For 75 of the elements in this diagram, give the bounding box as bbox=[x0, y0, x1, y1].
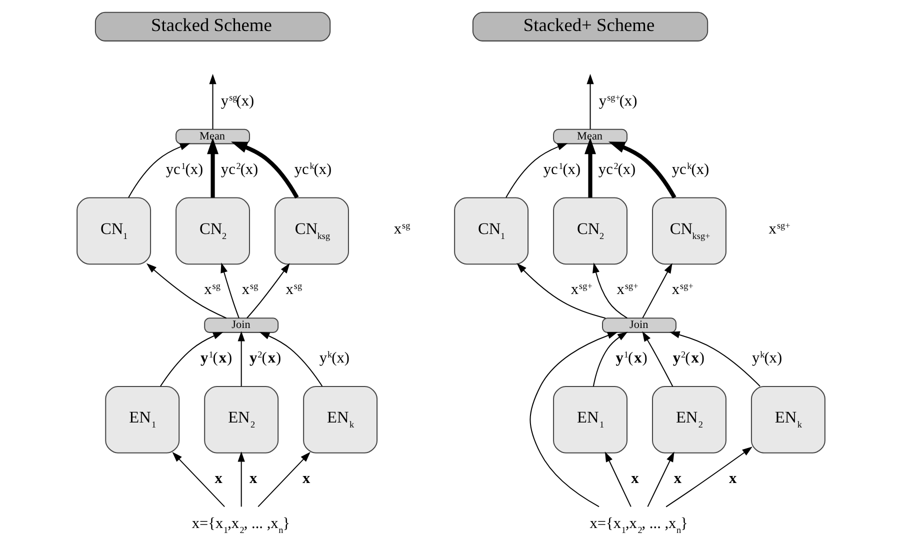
edge-label: y$^{sg+}$(x) bbox=[598, 92, 638, 110]
node-box: EN$_{2}$ bbox=[204, 386, 279, 454]
edge-label: y$^{2}$(x) bbox=[672, 350, 705, 367]
node-box: Join bbox=[204, 318, 279, 333]
edge-label: y$^{1}$(x) bbox=[200, 350, 232, 367]
arrow bbox=[584, 138, 596, 198]
arrow bbox=[160, 332, 224, 386]
edge-label: x bbox=[729, 470, 737, 487]
edge-label: x bbox=[302, 470, 310, 487]
node-box: EN$_{1}$ bbox=[553, 386, 628, 454]
arrow bbox=[209, 74, 216, 130]
edge-label: y$^{1}$(x) bbox=[616, 350, 648, 367]
arrow bbox=[666, 446, 752, 508]
edge-label: x bbox=[250, 470, 258, 487]
edge-label: x bbox=[674, 470, 682, 487]
arrow bbox=[128, 143, 190, 198]
node-box: CN$_{ksg}$ bbox=[274, 197, 349, 265]
arrow bbox=[207, 138, 218, 198]
arrow bbox=[146, 263, 227, 319]
node-box: EN$_{k}$ bbox=[750, 386, 826, 454]
arrow bbox=[516, 262, 606, 319]
node-box: CN$_{ksg+}$ bbox=[652, 197, 726, 265]
arrow bbox=[670, 331, 760, 387]
arrow bbox=[238, 331, 245, 386]
arrow bbox=[258, 452, 310, 508]
label: x$^{sg+}$ bbox=[768, 220, 790, 238]
arrow bbox=[246, 263, 290, 318]
node-box: CN$_{2}$ bbox=[176, 197, 250, 265]
node-box: EN$_{2}$ bbox=[652, 386, 726, 454]
node-text: x={x$_{1}$,x$_{2}$, ... ,x$_{n}$} bbox=[192, 514, 290, 535]
edge-label: y$^{k}$(x) bbox=[752, 350, 782, 367]
node-box: Stacked+ Scheme bbox=[472, 12, 708, 42]
edge-label: yc$^{2}$(x) bbox=[220, 160, 258, 178]
arrow bbox=[238, 451, 245, 507]
node-box: Mean bbox=[176, 128, 250, 144]
edge-label: x$^{sg}$ bbox=[242, 281, 258, 298]
arrow bbox=[220, 262, 240, 318]
node-box: CN$_{1}$ bbox=[454, 197, 529, 265]
edge-label: y$^{k}$(x) bbox=[319, 350, 350, 367]
node-box: EN$_{k}$ bbox=[303, 386, 378, 454]
edge-label: y$^{2}$(x) bbox=[250, 350, 282, 367]
node-box: EN$_{1}$ bbox=[105, 386, 180, 454]
node-box: CN$_{1}$ bbox=[76, 197, 152, 265]
edge-label: x$^{sg}$ bbox=[204, 281, 220, 298]
edge-label: x$^{sg+}$ bbox=[616, 281, 638, 298]
arrow bbox=[608, 142, 676, 199]
edge-label: yc$^{k}$(x) bbox=[672, 160, 710, 178]
edge-label: y$^{sg}$(x) bbox=[220, 92, 254, 110]
node-box: CN$_{2}$ bbox=[553, 197, 628, 265]
arrow bbox=[592, 332, 628, 387]
arrow bbox=[530, 332, 618, 508]
edge-label: x$^{sg+}$ bbox=[570, 281, 592, 298]
edge-label: yc$^{2}$(x) bbox=[598, 160, 636, 178]
arrow bbox=[642, 331, 674, 387]
arrow bbox=[642, 263, 672, 318]
edge-label: yc$^{1}$(x) bbox=[166, 160, 204, 178]
edge-label: yc$^{k}$(x) bbox=[294, 160, 332, 178]
edge-label: x$^{sg+}$ bbox=[672, 281, 694, 298]
node-box: Mean bbox=[553, 128, 628, 144]
arrow bbox=[506, 143, 568, 198]
arrow bbox=[647, 452, 674, 507]
arrow bbox=[172, 452, 225, 508]
edge-label: x bbox=[214, 470, 222, 487]
node-box: Stacked Scheme bbox=[94, 12, 331, 42]
arrow bbox=[586, 74, 594, 130]
node-box: Join bbox=[602, 318, 676, 333]
arrow bbox=[592, 262, 628, 319]
label: x$^{sg}$ bbox=[394, 220, 410, 238]
arrow bbox=[604, 452, 632, 507]
edge-label: x$^{sg}$ bbox=[286, 281, 302, 298]
edge-label: x bbox=[631, 470, 639, 487]
node-text: x={x$_{1}$,x$_{2}$, ... ,x$_{n}$} bbox=[590, 514, 688, 535]
edge-label: yc$^{1}$(x) bbox=[543, 160, 581, 178]
arrow bbox=[230, 142, 299, 199]
arrow bbox=[259, 332, 323, 386]
